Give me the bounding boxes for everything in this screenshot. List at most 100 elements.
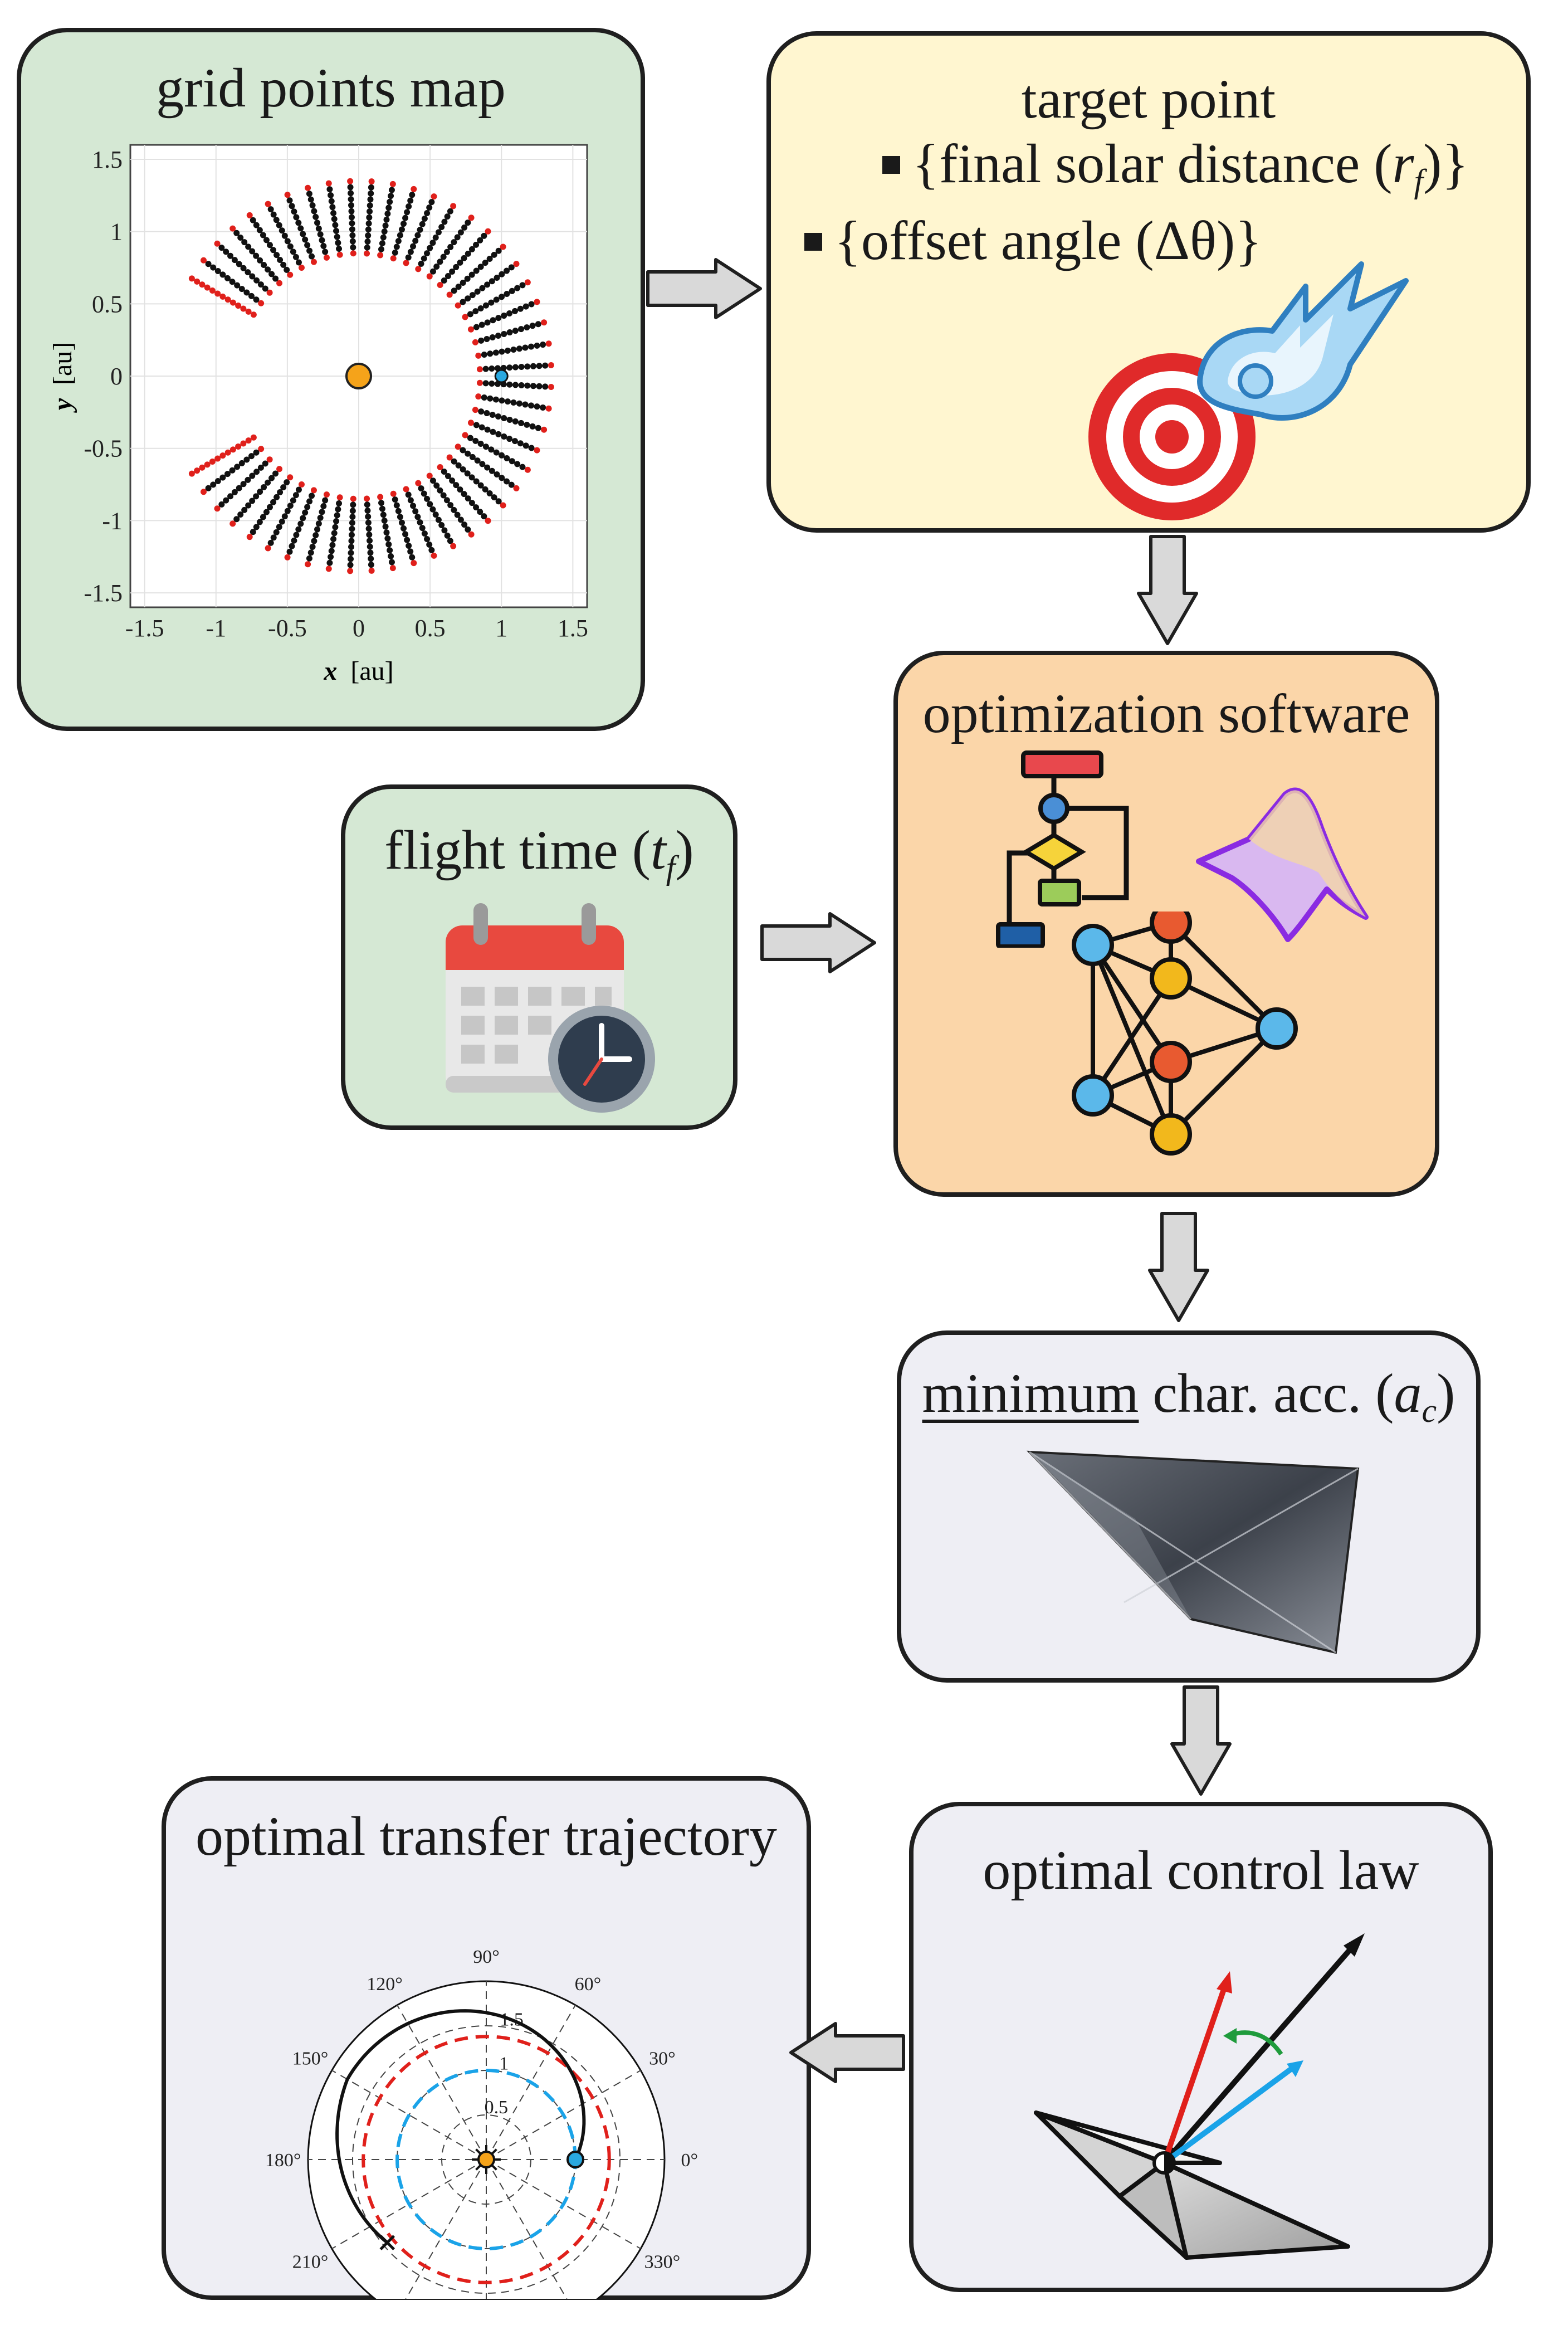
grid-point	[424, 250, 431, 257]
grid-point	[380, 234, 387, 241]
minimum-char-acc-box: minimum char. acc. (ac)	[897, 1330, 1481, 1683]
grid-point	[465, 526, 471, 533]
grid-point	[272, 470, 279, 477]
grid-point	[240, 440, 247, 447]
grid-point	[454, 234, 461, 241]
grid-point	[465, 495, 471, 502]
grid-point	[395, 238, 402, 245]
grid-point	[522, 303, 529, 310]
grid-point	[518, 382, 525, 388]
grid-point	[414, 232, 421, 238]
grid-point	[438, 521, 445, 528]
grid-point	[398, 519, 405, 526]
grid-point	[307, 549, 314, 556]
grid-point	[298, 264, 305, 271]
target-comet-icon	[1088, 261, 1409, 520]
grid-point	[382, 222, 389, 229]
grid-point	[389, 181, 396, 187]
grid-point	[237, 234, 244, 241]
grid-point	[473, 324, 480, 330]
grid-point	[262, 460, 268, 467]
grid-point	[349, 514, 356, 520]
grid-point	[536, 383, 543, 389]
grid-point	[348, 555, 354, 562]
grid-point	[388, 559, 395, 566]
grid-point	[291, 537, 297, 544]
grid-point	[461, 521, 468, 528]
trajectory-title: optimal transfer trajectory	[196, 1805, 777, 1867]
angle-label: 60°	[575, 1974, 602, 1995]
grid-point	[512, 418, 519, 425]
grid-point	[406, 542, 412, 549]
grid-point	[266, 242, 273, 248]
grid-point	[541, 426, 548, 433]
grid-point	[467, 420, 474, 426]
grid-point	[364, 495, 370, 502]
grid-point	[384, 211, 391, 217]
grid-point	[365, 525, 372, 532]
grid-point	[218, 245, 225, 251]
grid-point	[229, 467, 236, 474]
grid-point	[400, 525, 407, 532]
grid-point	[411, 186, 417, 192]
grid-point	[367, 549, 374, 556]
grid-point	[433, 264, 440, 270]
grid-point	[257, 281, 264, 288]
grid-point	[260, 232, 266, 238]
grid-point	[334, 233, 340, 240]
grid-point	[428, 547, 435, 553]
grid-point	[455, 302, 461, 309]
grid-point	[548, 362, 554, 369]
grid-point	[349, 226, 355, 233]
grid-point	[440, 492, 447, 499]
grid-point	[323, 491, 330, 498]
grid-point	[481, 232, 487, 239]
grid-point	[250, 434, 257, 441]
grid-point	[305, 561, 311, 568]
grid-point	[491, 251, 497, 258]
bullet-final-distance: {final solar distance (rf)}	[882, 136, 1468, 198]
angle-label: 90°	[473, 1947, 500, 1967]
grid-point	[418, 260, 424, 267]
grid-point	[245, 502, 252, 509]
grid-point	[528, 402, 535, 409]
grid-point	[276, 466, 283, 472]
grid-point	[477, 509, 483, 515]
grid-point	[236, 485, 242, 491]
grid-point	[504, 267, 510, 274]
grid-point	[320, 503, 327, 509]
grid-point	[336, 500, 343, 506]
grid-point	[492, 396, 499, 403]
grid-point	[397, 514, 403, 520]
sun-icon	[345, 363, 372, 389]
grid-point	[383, 216, 390, 223]
grid-point	[249, 248, 256, 255]
grid-point	[365, 519, 372, 526]
grid-point	[512, 328, 519, 334]
grid-point	[223, 497, 229, 504]
grid-point	[444, 532, 451, 539]
grid-point	[495, 431, 502, 437]
grid-point	[253, 277, 260, 284]
grid-point	[249, 498, 256, 504]
y-tick-label: 0	[110, 363, 123, 390]
grid-point	[441, 218, 448, 225]
grid-point	[334, 512, 340, 519]
grid-point	[273, 494, 280, 500]
grid-point	[499, 271, 505, 277]
grid-point	[524, 324, 530, 331]
grid-point	[501, 415, 507, 421]
grid-point	[253, 449, 260, 456]
grid-point	[284, 479, 290, 486]
grid-point	[499, 294, 505, 300]
grid-point	[494, 274, 500, 281]
grid-point	[347, 184, 354, 191]
grid-point	[506, 364, 513, 371]
grid-point	[518, 364, 525, 371]
grid-point	[348, 538, 355, 544]
grid-point	[511, 308, 518, 314]
grid-point	[277, 489, 284, 495]
grid-point	[310, 487, 317, 494]
grid-point	[188, 275, 195, 282]
grid-point	[483, 410, 490, 417]
